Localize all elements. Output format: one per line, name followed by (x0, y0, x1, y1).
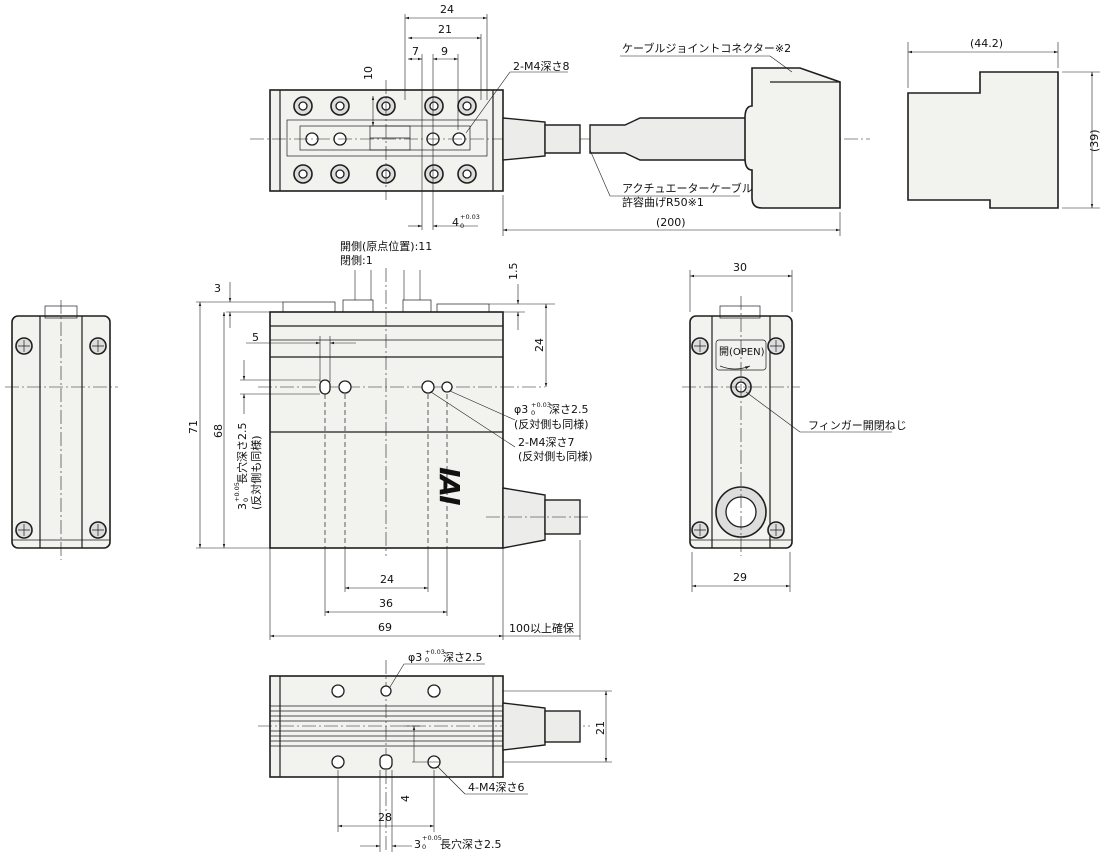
dim-4-top: 4 (452, 216, 459, 229)
slot-tol-a: +0.05 (233, 482, 241, 502)
dim-24-front: 24 (380, 573, 394, 586)
connector-label: ケーブルジョイントコネクター※2 (622, 41, 791, 55)
right-top-width: 30 (733, 261, 747, 274)
bottom-slot-b: 長穴深さ2.5 (440, 837, 502, 851)
bottom-d28: 28 (378, 811, 392, 824)
slot-label-b: 長穴深さ2.5 (235, 423, 249, 485)
bottom-pin-b: 深さ2.5 (443, 651, 483, 664)
dim-10: 10 (362, 66, 375, 80)
bottom-slot-tol-b: 0 (422, 843, 426, 851)
bottom-pin-a: φ3 (408, 651, 422, 664)
screw-label: フィンガー開閉ねじ (808, 419, 907, 432)
dim-4-tol-lower: 0 (460, 222, 464, 230)
connector-width: (44.2) (970, 37, 1003, 50)
connector-height: (39) (1088, 129, 1101, 152)
connector-view: (44.2) (39) (907, 37, 1101, 209)
right-bottom-width: 29 (733, 571, 747, 584)
dim-71: 71 (187, 420, 200, 434)
stroke-open-label: 開側(原点位置):11 (340, 239, 432, 253)
dim-5: 5 (252, 331, 259, 344)
cable-note-1: アクチュエーターケーブル (622, 181, 753, 195)
dim-68: 68 (212, 424, 225, 438)
bottom-height: 21 (594, 721, 607, 735)
front-tap-note: (反対側も同様) (518, 449, 593, 463)
open-label: 開(OPEN) (719, 346, 765, 358)
bottom-d4: 4 (399, 795, 412, 802)
pin-hole-b: 深さ2.5 (549, 403, 589, 416)
dim-4-tol-upper: +0.03 (460, 213, 480, 221)
top-view: 24 21 7 9 10 4 +0.03 0 2-M4深さ8 (200) ケーブ… (250, 3, 870, 236)
pin-hole-tol-b: 0 (531, 409, 535, 417)
dim-69: 69 (378, 621, 392, 634)
stroke-close-label: 閉側:1 (340, 254, 373, 267)
cable-note-2: 許容曲げR50※1 (622, 195, 704, 209)
bottom-slot-tol-a: +0.05 (422, 834, 442, 842)
front-view: IAI 開側(原点位置):11 閉側:1 3 1.5 24 5 71 (187, 239, 593, 640)
dim-1-5: 1.5 (507, 263, 520, 281)
slot-label-a: 3 (236, 503, 249, 510)
left-side-view (5, 300, 118, 560)
dim-24-vert: 24 (533, 338, 546, 352)
iai-logo: IAI (433, 467, 466, 505)
slot-note: (反対側も同様) (249, 435, 263, 510)
slot-tol-b: 0 (242, 498, 250, 502)
bottom-pin-tol-b: 0 (425, 656, 429, 664)
dim-24-top: 24 (440, 3, 454, 16)
bottom-slot-a: 3 (414, 838, 421, 851)
pin-hole-tol-a: +0.03 (531, 401, 551, 409)
dim-21-top: 21 (438, 23, 452, 36)
clearance-label: 100以上確保 (509, 621, 574, 635)
dim-7: 7 (412, 45, 419, 58)
pin-hole-note: (反対側も同様) (514, 417, 589, 431)
pin-hole-a: φ3 (514, 403, 528, 416)
svg-text:IAI: IAI (433, 467, 466, 505)
dim-3: 3 (214, 282, 221, 295)
right-view: 開(OPEN) フィンガー開閉ねじ 30 29 (682, 261, 907, 592)
tap-label-top: 2-M4深さ8 (513, 60, 569, 73)
dim-36: 36 (379, 597, 393, 610)
cable-length: (200) (656, 216, 686, 229)
bottom-tap-label: 4-M4深さ6 (468, 781, 524, 794)
bottom-pin-tol-a: +0.03 (425, 648, 445, 656)
bottom-view: φ3 +0.03 0 深さ2.5 21 4-M4深さ6 4 28 3 +0.05… (258, 648, 612, 852)
dim-9: 9 (441, 45, 448, 58)
front-tap-label: 2-M4深さ7 (518, 436, 574, 449)
